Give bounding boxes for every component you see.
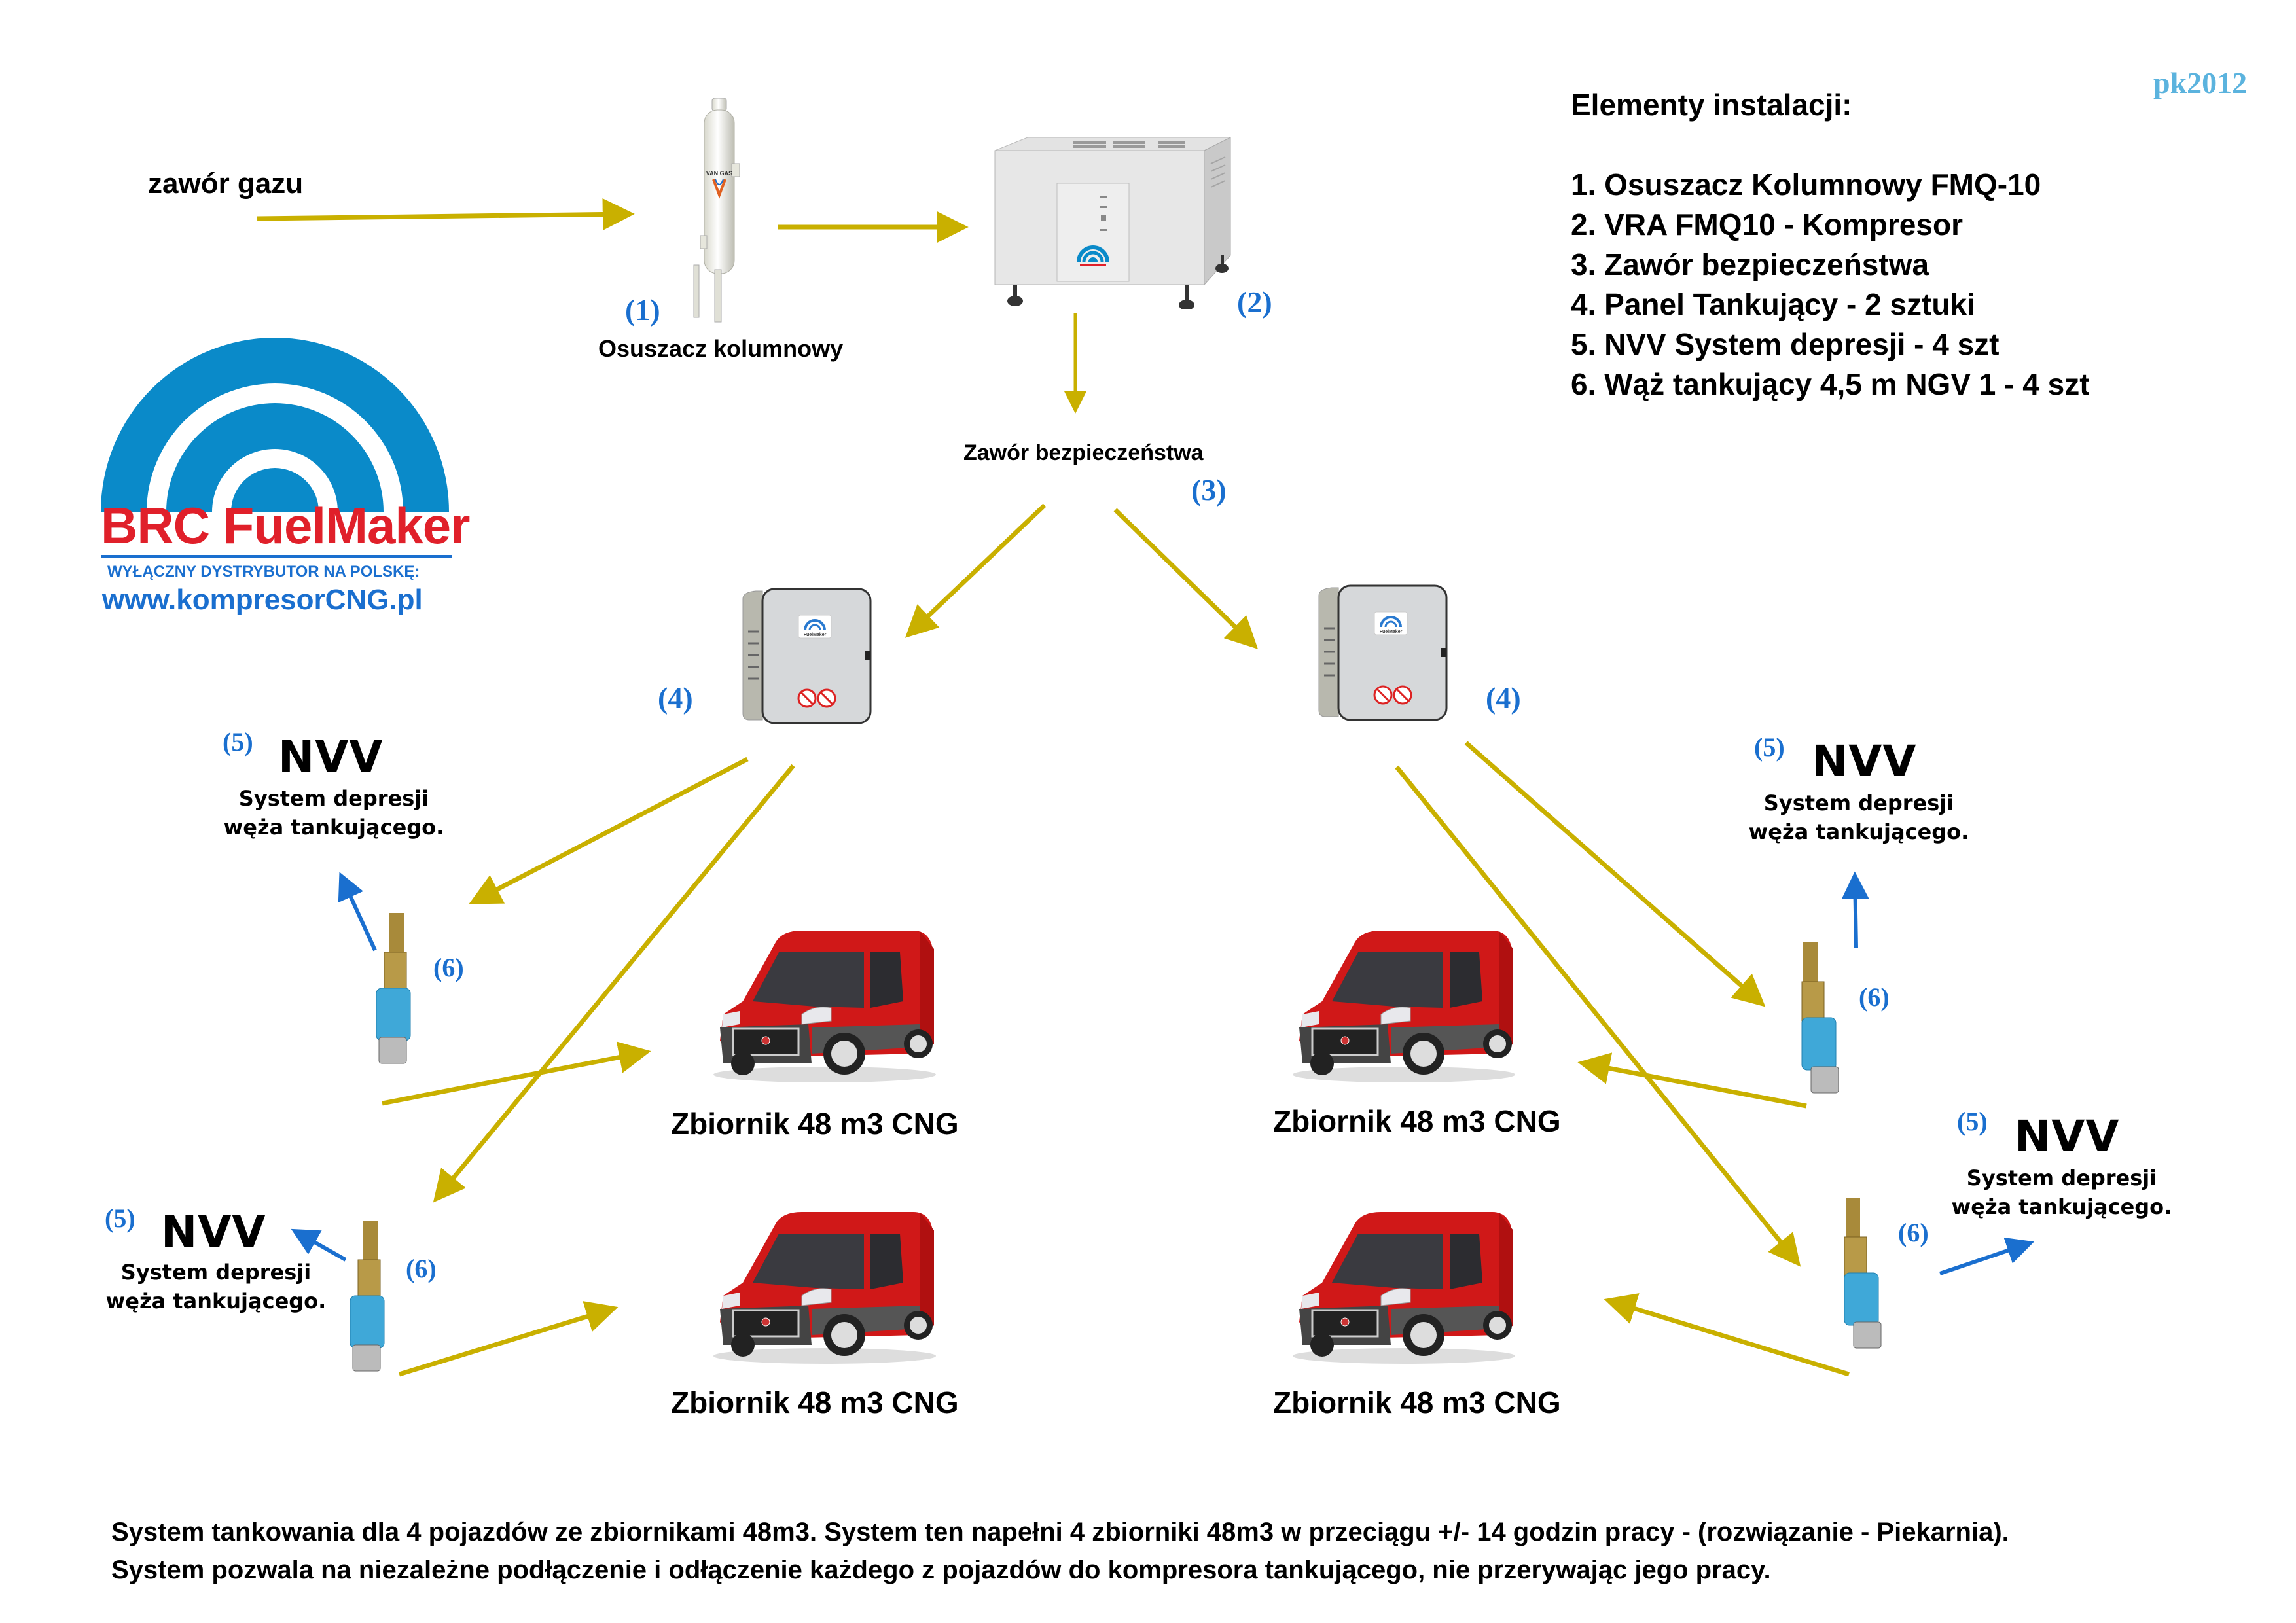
no-phone-icon: [817, 688, 836, 708]
safety-valve-label: Zawór bezpieczeństwa: [963, 440, 1204, 465]
arrow-hose-1-to-van-1: [382, 1041, 651, 1106]
refueling-hose-3-image: [1801, 942, 1839, 1094]
panel-badge: FuelMaker: [804, 633, 827, 637]
legend-item: 5. NVV System depresji - 4 szt: [1571, 327, 2000, 361]
arrow-hose-3-to-nvv-3: [1841, 871, 1869, 948]
nvv-4-number: (5): [1957, 1107, 1988, 1136]
refueling-panel-left-image: FuelMaker: [742, 588, 872, 724]
system-description: System tankowania dla 4 pojazdów ze zbio…: [111, 1513, 2009, 1589]
legend-item: 2. VRA FMQ10 - Kompresor: [1571, 207, 1963, 241]
logo-divider: [101, 555, 452, 558]
no-smoking-icon: [1373, 685, 1393, 705]
arrow-hose-2-to-nvv-2: [291, 1228, 347, 1262]
nvv-4-line2: węża tankującego.: [1951, 1194, 2172, 1219]
logo-brand: BRC FuelMaker: [101, 496, 471, 556]
legend-item: 4. Panel Tankujący - 2 sztuki: [1571, 287, 1975, 321]
compressor-number: (2): [1237, 285, 1272, 319]
nvv-4-description: System depresji węża tankującego.: [1944, 1164, 2179, 1221]
arrow-valve-to-panel-right: [1113, 508, 1259, 649]
watermark: pk2012: [2153, 66, 2248, 99]
description-line-2: System pozwala na niezależne podłączenie…: [111, 1556, 1771, 1584]
van-3: [704, 1204, 939, 1371]
nvv-3-description: System depresji węża tankującego.: [1741, 789, 1977, 846]
nvv-4-line1: System depresji: [1966, 1166, 2157, 1190]
arrow-hose-2-to-van-3: [398, 1301, 619, 1377]
panel-left-number: (4): [658, 681, 693, 715]
nvv-2-line1: System depresji: [120, 1260, 312, 1285]
refueling-panel-right-image: FuelMaker: [1318, 584, 1448, 721]
nvv-3-title: NVV: [1812, 736, 1917, 787]
van-1-label: Zbiornik 48 m3 CNG: [671, 1107, 959, 1141]
refueling-hose-2-image: [350, 1221, 385, 1372]
panel-badge: FuelMaker: [1380, 630, 1403, 634]
arrow-panel-right-to-hose-3: [1464, 741, 1766, 1007]
red-van-image: [1293, 931, 1515, 1082]
arrow-hose-4-to-nvv-4: [1939, 1237, 2034, 1275]
hose-3-number: (6): [1859, 982, 1890, 1012]
hose-2-number: (6): [406, 1254, 437, 1283]
nvv-2-line2: węża tankującego.: [105, 1289, 327, 1313]
nvv-1-line1: System depresji: [238, 786, 429, 811]
safety-valve-number: (3): [1191, 473, 1227, 507]
nvv-3-line1: System depresji: [1763, 791, 1954, 815]
dryer-number: (1): [625, 293, 660, 327]
nvv-1-number: (5): [223, 727, 253, 757]
panel-right-number: (4): [1486, 681, 1521, 715]
nvv-1-description: System depresji węża tankującego.: [216, 784, 452, 842]
van-1: [704, 923, 939, 1090]
nvv-3-number: (5): [1754, 732, 1785, 762]
arrow-hose-4-to-van-4: [1604, 1293, 1850, 1377]
logo-brand-fuelmaker: FuelMaker: [223, 497, 471, 554]
red-van-image: [1293, 1212, 1515, 1364]
hose-4-number: (6): [1898, 1218, 1929, 1247]
no-phone-icon: [1393, 685, 1412, 705]
nvv-3-line2: węża tankującego.: [1748, 819, 1969, 844]
legend-title: Elementy instalacji:: [1571, 88, 1852, 122]
hose-1-number: (6): [433, 953, 464, 982]
arrow-gas-to-dryer: [257, 198, 635, 230]
arrow-panel-left-to-hose-1: [469, 757, 749, 904]
refueling-hose-1-image: [376, 913, 411, 1064]
van-4-label: Zbiornik 48 m3 CNG: [1273, 1385, 1561, 1419]
nvv-2-number: (5): [105, 1204, 135, 1233]
brc-logo-icon: [1077, 245, 1109, 266]
brc-fuelmaker-logo: BRC FuelMaker WYŁĄCZNY DYSTRYBUTOR NA PO…: [98, 334, 470, 622]
description-line-1: System tankowania dla 4 pojazdów ze zbio…: [111, 1518, 2009, 1546]
van-2-label: Zbiornik 48 m3 CNG: [1273, 1104, 1561, 1138]
nvv-2-description: System depresji węża tankującego.: [98, 1258, 334, 1315]
red-van-image: [713, 1212, 936, 1364]
brc-arcs-icon: [101, 338, 449, 512]
arrow-hose-3-to-van-2: [1577, 1052, 1807, 1109]
logo-tagline: WYŁĄCZNY DYSTRYBUTOR NA POLSKĘ:: [107, 563, 420, 580]
arrow-panel-right-to-hose-4: [1395, 765, 1801, 1267]
installation-legend: Elementy instalacji: 1. Osuszacz Kolumno…: [1571, 85, 2090, 404]
no-smoking-icon: [797, 688, 817, 708]
refueling-hose-4-image: [1844, 1198, 1882, 1349]
dryer-badge: VAN GAS: [706, 170, 732, 177]
van-3-label: Zbiornik 48 m3 CNG: [671, 1385, 959, 1419]
dryer-label: Osuszacz kolumnowy: [598, 335, 844, 362]
arrow-panel-left-to-hose-2: [433, 764, 795, 1203]
nvv-2-title: NVV: [161, 1207, 266, 1257]
van-2: [1283, 923, 1518, 1090]
legend-item: 6. Wąż tankujący 4,5 m NGV 1 - 4 szt: [1571, 367, 2090, 401]
arrow-valve-to-panel-left: [905, 503, 1047, 638]
red-van-image: [713, 931, 936, 1082]
nvv-1-title: NVV: [278, 732, 384, 782]
logo-url[interactable]: www.kompresorCNG.pl: [102, 584, 423, 616]
legend-item: 3. Zawór bezpieczeństwa: [1571, 247, 1929, 281]
gas-valve-label: zawór gazu: [148, 168, 304, 200]
van-4: [1283, 1204, 1518, 1371]
legend-item: 1. Osuszacz Kolumnowy FMQ-10: [1571, 168, 2041, 202]
nvv-4-title: NVV: [2015, 1111, 2120, 1162]
column-dryer-image: VAN GAS: [693, 98, 740, 323]
nvv-1-line2: węża tankującego.: [223, 815, 444, 840]
compressor-image: [994, 137, 1231, 309]
logo-brand-brc: BRC: [101, 497, 210, 554]
arrow-hose-1-to-nvv-1: [338, 872, 377, 952]
